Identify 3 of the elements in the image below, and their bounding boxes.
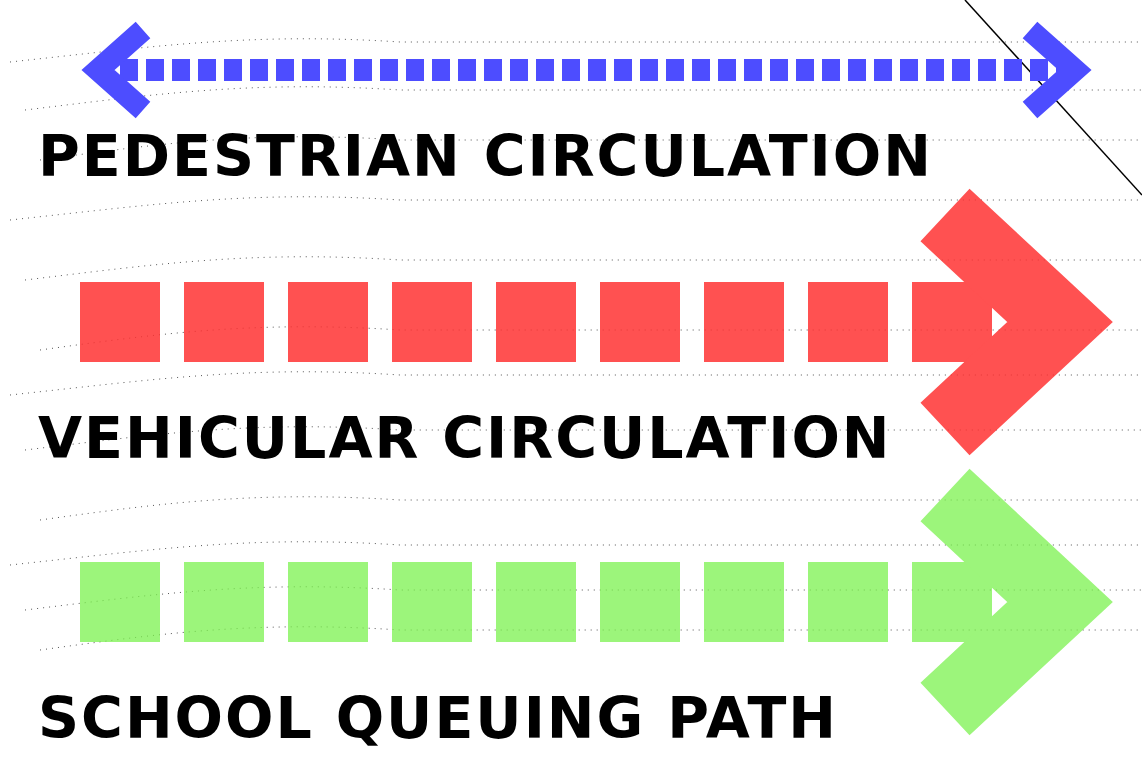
legend-label: PEDESTRIAN CIRCULATION [38,128,933,185]
legend-label: VEHICULAR CIRCULATION [38,410,892,467]
legend-label: SCHOOL QUEUING PATH [38,690,838,747]
